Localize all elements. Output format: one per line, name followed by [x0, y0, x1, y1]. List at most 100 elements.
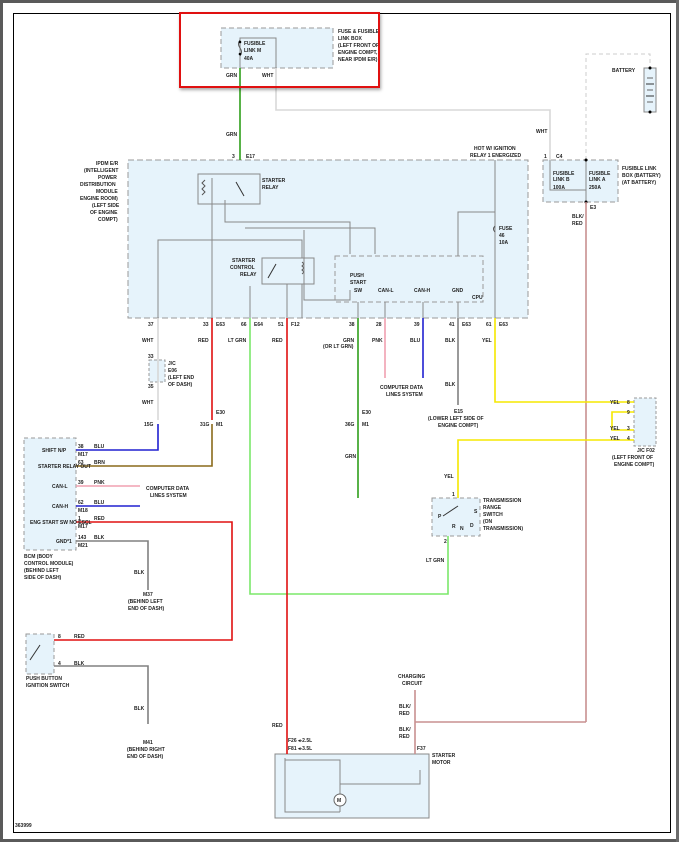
m37-label-1: (BEHIND LEFT	[128, 599, 163, 605]
m37-wire: BLK	[134, 570, 145, 576]
pin-66: 66	[241, 322, 247, 328]
fuse46-label-2: 10A	[499, 240, 509, 246]
bcm-wire-0: BLU	[94, 444, 105, 450]
pin-41: 41	[449, 322, 455, 328]
f02-pin-4: 4	[627, 436, 630, 442]
wires	[54, 68, 634, 754]
charging-lower-0: BLK/	[399, 727, 411, 733]
bcm-label-0: BCM (BODY	[24, 554, 54, 560]
trs-label-4: TRANSMISSION)	[483, 526, 523, 532]
wire-yel-f02	[611, 411, 634, 431]
pin-39-wire: BLU	[410, 338, 421, 344]
trs-pin-bottom: 2	[444, 539, 447, 545]
link-b-1: LINK B	[553, 177, 570, 183]
link-a-0: FUSIBLE	[589, 171, 611, 177]
cdl2-label-1: LINES SYSTEM	[150, 493, 187, 499]
f02-wire-8: YEL	[610, 400, 620, 406]
fuse-box-label-2: (LEFT FRONT OF	[338, 43, 379, 49]
e15-label-1: (LOWER LEFT SIDE OF	[428, 416, 484, 422]
pin-61-wire: YEL	[482, 338, 492, 344]
push-button-box	[25, 633, 55, 675]
scrollbar[interactable]	[676, 0, 679, 842]
m1-right: M1	[362, 422, 369, 428]
fuse-box-label-1: LINK BOX	[338, 36, 363, 42]
link-b-0: FUSIBLE	[553, 171, 575, 177]
bcm-row-1: STARTER RELAY OUT	[38, 464, 91, 470]
scr-label-0: STARTER	[232, 258, 256, 264]
starter-relay-label-0: STARTER	[262, 178, 286, 184]
flb-pin: 1	[544, 154, 547, 160]
f02-wire-4: YEL	[610, 436, 620, 442]
m41-label-2: END OF DASH)	[127, 754, 163, 760]
fuse-box-label-4: NEAR IPDM E/R)	[338, 57, 378, 63]
bcm-row-2: CAN-L	[52, 484, 68, 490]
wiring-diagram-sheet	[13, 13, 671, 833]
bcm-pin-5: 143	[78, 535, 87, 541]
ipdm-label-0: IPDM E/R	[96, 161, 119, 167]
cpu-pin-sw: SW	[354, 288, 362, 294]
m37-label-0: M37	[143, 592, 153, 598]
flb-conn-bottom: E3	[590, 205, 596, 211]
pin-66-conn: E64	[254, 322, 263, 328]
pin-37: 37	[148, 322, 154, 328]
ipdm-module	[127, 159, 529, 319]
e30-left: E30	[216, 410, 225, 416]
ipdm-label-2: POWER	[98, 175, 117, 181]
link-b-2: 100A	[553, 185, 565, 191]
pin-41-wire: BLK	[445, 338, 456, 344]
wire-brn-starter	[76, 424, 213, 467]
pb-pin-bottom: 4	[58, 661, 61, 667]
f02-wire-3: YEL	[610, 426, 620, 432]
bcm-row-3: CAN-H	[52, 504, 68, 510]
bcm-pin-2: 39	[78, 480, 84, 486]
pin-38: 38	[349, 322, 355, 328]
fuse-m-name-1: LINK M	[244, 48, 261, 54]
fuse-wire-left: GRN	[226, 73, 238, 79]
starter-relay-label-1: RELAY	[262, 185, 279, 191]
bcm-pin-3: 62	[78, 500, 84, 506]
bcm-row-5: GND*1	[56, 539, 72, 545]
cpu-pin-gnd: GND	[452, 288, 464, 294]
bcm-label-1: CONTROL MODULE)	[24, 561, 74, 567]
text-labels: FUSE & FUSIBLE LINK BOX (LEFT FRONT OF E…	[15, 29, 661, 829]
pin-61: 61	[486, 322, 492, 328]
charging-upper-1: RED	[399, 711, 410, 717]
bcm-conn-3: M18	[78, 508, 88, 514]
cpu-label: CPU	[472, 295, 483, 301]
m41-label-0: M41	[143, 740, 153, 746]
fuse-wire-right: WHT	[262, 73, 273, 79]
pin-37-wire: WHT	[142, 338, 153, 344]
starter-motor-box	[274, 753, 430, 819]
starter-conn-pin: F37	[417, 746, 426, 752]
trs-pos-s: S	[474, 509, 478, 515]
fuse-box-module	[220, 27, 334, 69]
starter-red-wire: RED	[272, 723, 283, 729]
bcm-conn-4: M17	[78, 524, 88, 530]
trs-wire-bottom: LT GRN	[426, 558, 445, 564]
fuse-box-label-0: FUSE & FUSIBLE	[338, 29, 380, 35]
fuse46-label-1: 46	[499, 233, 505, 239]
f02-pin-8: 8	[627, 400, 630, 406]
bcm-label-3: SIDE OF DASH)	[24, 575, 62, 581]
pin-61-conn: E63	[499, 322, 508, 328]
pin-66-wire: LT GRN	[228, 338, 247, 344]
m1-left: M1	[216, 422, 223, 428]
ipdm-label-3: DISTRIBUTION	[80, 182, 116, 188]
jc-e06-box	[148, 359, 166, 383]
jc-e06-label-0: J/C	[168, 361, 176, 367]
starter-label-0: STARTER	[432, 753, 456, 759]
wire-lt-grn-66	[249, 318, 449, 595]
pb-label-1: IGNITION SWITCH	[26, 683, 70, 689]
pin-51-conn: F12	[291, 322, 300, 328]
grn-wire-36g: GRN	[345, 454, 357, 460]
hot-label-0: HOT W/ IGNITION	[474, 146, 516, 152]
jc-e06-label-3: OF DASH)	[168, 382, 193, 388]
bcm-pin-4: 1	[78, 516, 81, 522]
fusible-out-wire-0: BLK/	[572, 214, 584, 220]
charging-upper-0: BLK/	[399, 704, 411, 710]
ipdm-label-5: ENGINE ROOM)	[80, 196, 118, 202]
trs-label-1: RANGE	[483, 505, 502, 511]
jc-f02-box	[633, 397, 657, 447]
link-a-1: LINK A	[589, 177, 606, 183]
